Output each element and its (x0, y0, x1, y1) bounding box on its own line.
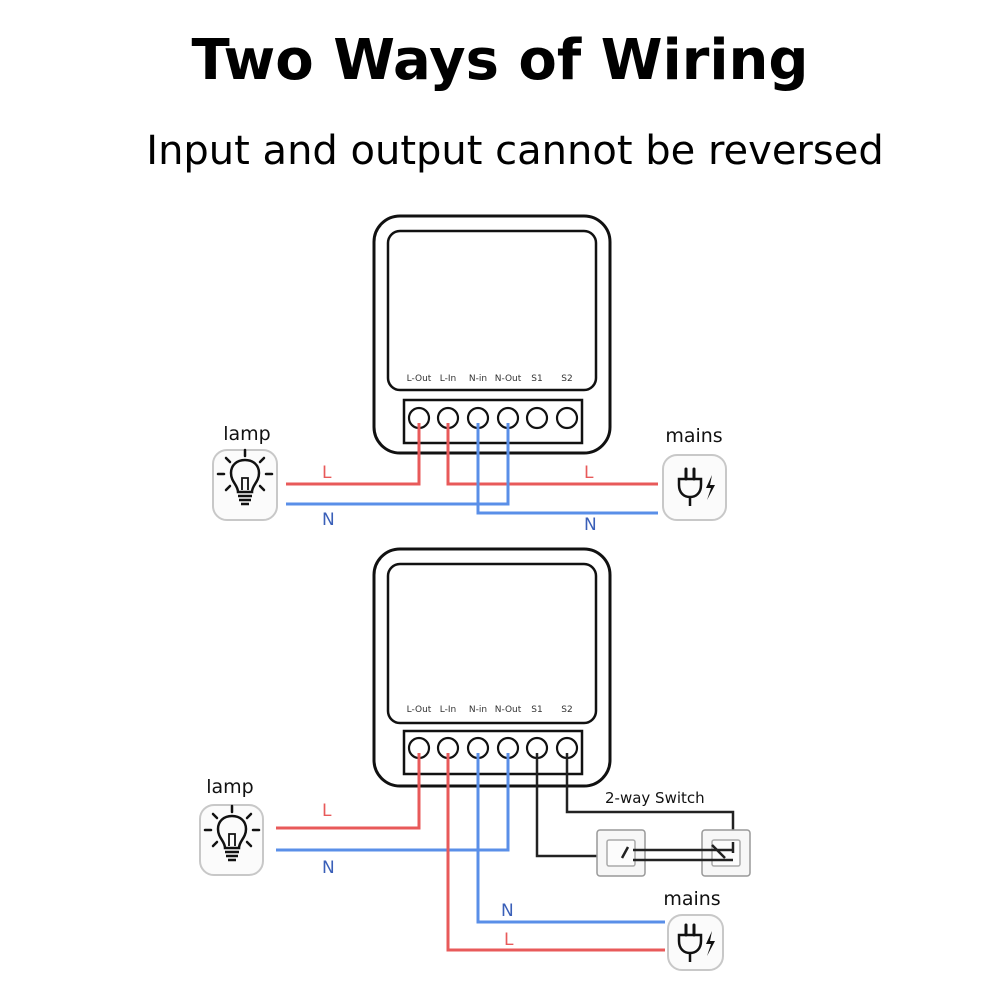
mains-label: mains (663, 888, 720, 910)
terminal-label: S2 (561, 374, 572, 384)
terminal-label: S1 (531, 374, 542, 384)
wire-label-l: L (504, 930, 514, 950)
terminal-label: S1 (531, 705, 542, 715)
terminal-label: N-in (469, 374, 487, 384)
live-wire-mains (446, 753, 665, 952)
terminal-label: L-In (440, 705, 456, 715)
live-wire-lamp (286, 423, 421, 486)
lamp-label: lamp (223, 423, 271, 445)
mains-box (667, 914, 724, 971)
live-wire-lamp (276, 753, 421, 830)
terminal-label: L-Out (407, 374, 432, 384)
wire-label-l: L (322, 463, 332, 483)
terminal-block-1 (402, 398, 584, 445)
wire-label-n: N (322, 510, 335, 530)
switch-wire-s2 (565, 753, 735, 842)
terminal-s1 (525, 406, 549, 430)
wire-label-n: N (322, 858, 335, 878)
terminal-block-2 (402, 729, 584, 776)
terminal-label: L-In (440, 374, 456, 384)
mains-box (662, 454, 727, 521)
page-title: Two Ways of Wiring (191, 28, 809, 93)
terminal-label: N-Out (495, 374, 522, 384)
terminal-s2 (555, 406, 579, 430)
neutral-wire-mains (476, 753, 665, 924)
switch-lever (711, 844, 726, 859)
switch-lever (620, 846, 630, 859)
relay-module-1-face (386, 229, 598, 392)
mains-label: mains (665, 425, 722, 447)
neutral-wire-lamp (276, 753, 510, 852)
two-way-switch-label: 2-way Switch (605, 789, 705, 807)
diagram-2: L-Out L-In N-in N-Out S1 S2 2-way Switch… (199, 547, 751, 971)
neutral-wire-mains (476, 423, 658, 515)
wire-label-n: N (584, 515, 597, 535)
terminal-label: S2 (561, 705, 572, 715)
live-wire-mains (446, 423, 658, 486)
lamp-label: lamp (206, 776, 254, 798)
diagram-1: L-Out L-In N-in N-Out S1 S2 L N L N lamp… (212, 214, 727, 535)
terminal-label: L-Out (407, 705, 432, 715)
two-way-switch-left (596, 829, 646, 877)
relay-module-2-face (386, 562, 598, 725)
wire-label-n: N (501, 901, 514, 921)
terminal-label: N-Out (495, 705, 522, 715)
two-way-switch-right (701, 829, 751, 877)
terminal-label: N-in (469, 705, 487, 715)
switch-wire-s1 (535, 753, 621, 858)
page-subtitle: Input and output cannot be reversed (146, 128, 884, 174)
neutral-wire-lamp (286, 423, 510, 506)
wire-label-l: L (322, 801, 332, 821)
wire-label-l: L (584, 463, 594, 483)
